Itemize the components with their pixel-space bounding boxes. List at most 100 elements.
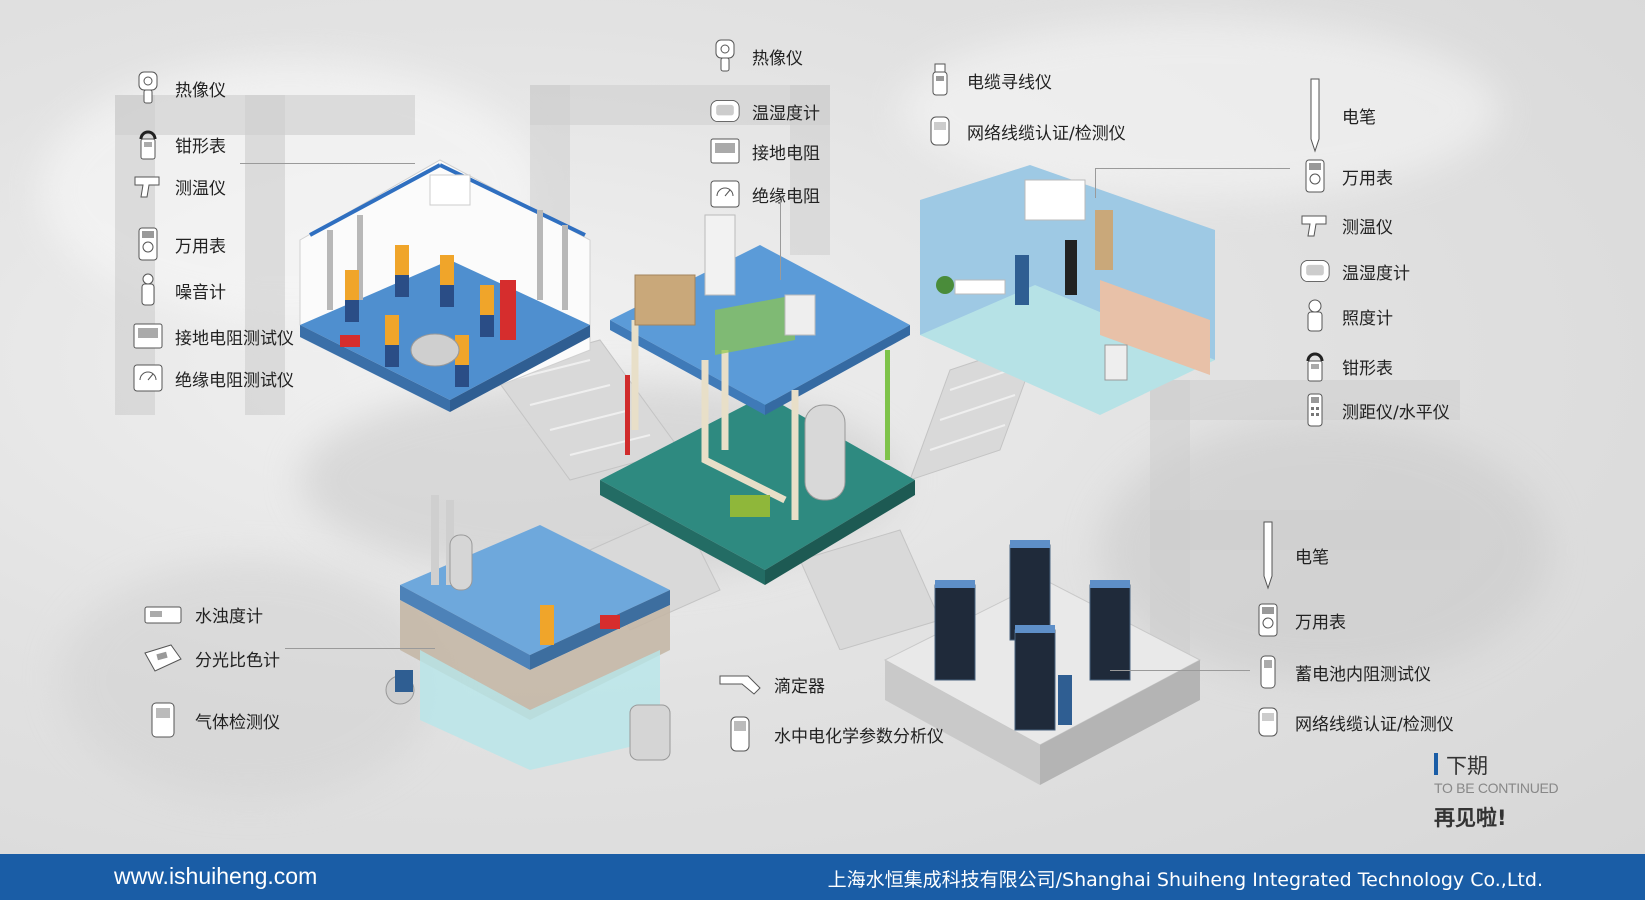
- leader-line: [1095, 168, 1096, 198]
- website-url[interactable]: www.ishuiheng.com: [114, 863, 318, 889]
- leader-line: [285, 648, 435, 649]
- instrument-item: 噪音计: [133, 272, 226, 308]
- instrument-item: 电缆寻线仪: [925, 62, 1052, 98]
- instrument-label: 测温仪: [175, 178, 226, 199]
- turbidimeter-icon: [143, 597, 183, 631]
- instrument-label: 网络线缆认证/检测仪: [967, 123, 1126, 144]
- instrument-item: 测温仪: [133, 168, 226, 204]
- voltage-pen-icon: [1253, 520, 1283, 590]
- instrument-label: 钳形表: [1342, 358, 1393, 379]
- instrument-item: 热像仪: [710, 38, 803, 74]
- cable-tracer-icon: [925, 63, 955, 97]
- clamp-meter-icon: [133, 127, 163, 161]
- building-scene: [600, 214, 915, 585]
- instrument-item: 温湿度计: [1300, 253, 1410, 289]
- network-cable-tester-icon: [925, 114, 955, 148]
- instrument-label: 热像仪: [752, 48, 803, 69]
- instrument-item: 万用表: [1300, 158, 1393, 194]
- gas-detector-icon: [143, 702, 183, 738]
- leader-line: [780, 200, 781, 280]
- instrument-label: 绝缘电阻: [752, 186, 820, 207]
- ir-thermometer-icon: [133, 169, 163, 203]
- multimeter-icon: [133, 227, 163, 261]
- insulation-tester-icon: [133, 361, 163, 395]
- earth-resistance-tester-icon: [710, 134, 740, 168]
- battery-tester-icon: [1253, 655, 1283, 689]
- instrument-label: 蓄电池内阻测试仪: [1295, 664, 1431, 685]
- titrator-icon: [718, 667, 762, 701]
- instrument-label: 滴定器: [774, 676, 825, 697]
- instrument-label: 测温仪: [1342, 217, 1393, 238]
- office-scene: [920, 165, 1215, 415]
- instrument-item: 接地电阻: [710, 133, 820, 169]
- server-room-scene: [883, 540, 1202, 785]
- instrument-item: 电笔: [1253, 520, 1329, 590]
- company-name: 上海水恒集成科技有限公司/Shanghai Shuiheng Integrate…: [827, 869, 1543, 891]
- instrument-item: 钳形表: [1300, 348, 1393, 384]
- instrument-item: 网络线缆认证/检测仪: [925, 113, 1126, 149]
- instrument-item: 万用表: [133, 226, 226, 262]
- accent-bar: [1434, 753, 1438, 775]
- water-scene: [385, 495, 671, 770]
- insulation-tester-icon: [710, 177, 740, 211]
- instrument-label: 电笔: [1295, 547, 1329, 568]
- network-cable-tester-icon: [1253, 705, 1283, 739]
- instrument-item: 水中电化学参数分析仪: [718, 716, 944, 752]
- leader-line: [1110, 670, 1250, 671]
- ir-thermometer-icon: [1300, 208, 1330, 242]
- instrument-label: 分光比色计: [195, 650, 280, 671]
- multimeter-icon: [1300, 159, 1330, 193]
- instrument-item: 温湿度计: [710, 93, 820, 129]
- instrument-label: 噪音计: [175, 282, 226, 303]
- thermal-camera-icon: [133, 71, 163, 105]
- voltage-pen-icon: [1300, 77, 1330, 153]
- next-issue-subtitle: TO BE CONTINUED: [1434, 780, 1559, 796]
- instrument-item: 绝缘电阻测试仪: [133, 360, 294, 396]
- instrument-item: 绝缘电阻: [710, 176, 820, 212]
- instrument-item: 水浊度计: [143, 596, 263, 632]
- laser-distance-meter-icon: [1300, 393, 1330, 427]
- next-issue-title: 下期: [1446, 754, 1488, 778]
- bg-swirl: [60, 560, 440, 800]
- instrument-label: 电缆寻线仪: [967, 72, 1052, 93]
- instrument-label: 绝缘电阻测试仪: [175, 370, 294, 391]
- instrument-item: 测温仪: [1300, 207, 1393, 243]
- instrument-item: 滴定器: [718, 666, 825, 702]
- instrument-item: 气体检测仪: [143, 702, 280, 738]
- multimeter-icon: [1253, 603, 1283, 637]
- instrument-label: 万用表: [1295, 612, 1346, 633]
- instrument-label: 温湿度计: [752, 103, 820, 124]
- instrument-label: 热像仪: [175, 80, 226, 101]
- footer-bar: www.ishuiheng.com 上海水恒集成科技有限公司/Shanghai …: [0, 854, 1645, 900]
- instrument-item: 接地电阻测试仪: [133, 318, 294, 354]
- earth-resistance-tester-icon: [133, 319, 163, 353]
- bg-swirl: [900, 20, 1500, 200]
- instrument-label: 照度计: [1342, 308, 1393, 329]
- instrument-label: 温湿度计: [1342, 263, 1410, 284]
- instrument-label: 接地电阻测试仪: [175, 328, 294, 349]
- hygrometer-icon: [710, 94, 740, 128]
- instrument-label: 钳形表: [175, 136, 226, 157]
- instrument-label: 网络线缆认证/检测仪: [1295, 714, 1454, 735]
- instrument-item: 热像仪: [133, 70, 226, 106]
- instrument-label: 测距仪/水平仪: [1342, 402, 1450, 423]
- water-analyzer-icon: [718, 716, 762, 752]
- instrument-label: 气体检测仪: [195, 712, 280, 733]
- sound-level-meter-icon: [133, 273, 163, 307]
- instrument-item: 万用表: [1253, 602, 1346, 638]
- instrument-item: 照度计: [1300, 298, 1393, 334]
- instrument-label: 水浊度计: [195, 606, 263, 627]
- next-issue-farewell: 再见啦!: [1434, 806, 1507, 830]
- instrument-label: 水中电化学参数分析仪: [774, 726, 944, 747]
- instrument-label: 万用表: [175, 236, 226, 257]
- instrument-item: 蓄电池内阻测试仪: [1253, 654, 1431, 690]
- leader-line: [1095, 168, 1290, 169]
- leader-line: [240, 163, 415, 164]
- instrument-item: 测距仪/水平仪: [1300, 392, 1450, 428]
- instrument-item: 网络线缆认证/检测仪: [1253, 704, 1454, 740]
- clamp-meter-icon: [1300, 349, 1330, 383]
- workshop-scene: [299, 159, 591, 412]
- instrument-item: 电笔: [1300, 75, 1376, 155]
- instrument-label: 万用表: [1342, 168, 1393, 189]
